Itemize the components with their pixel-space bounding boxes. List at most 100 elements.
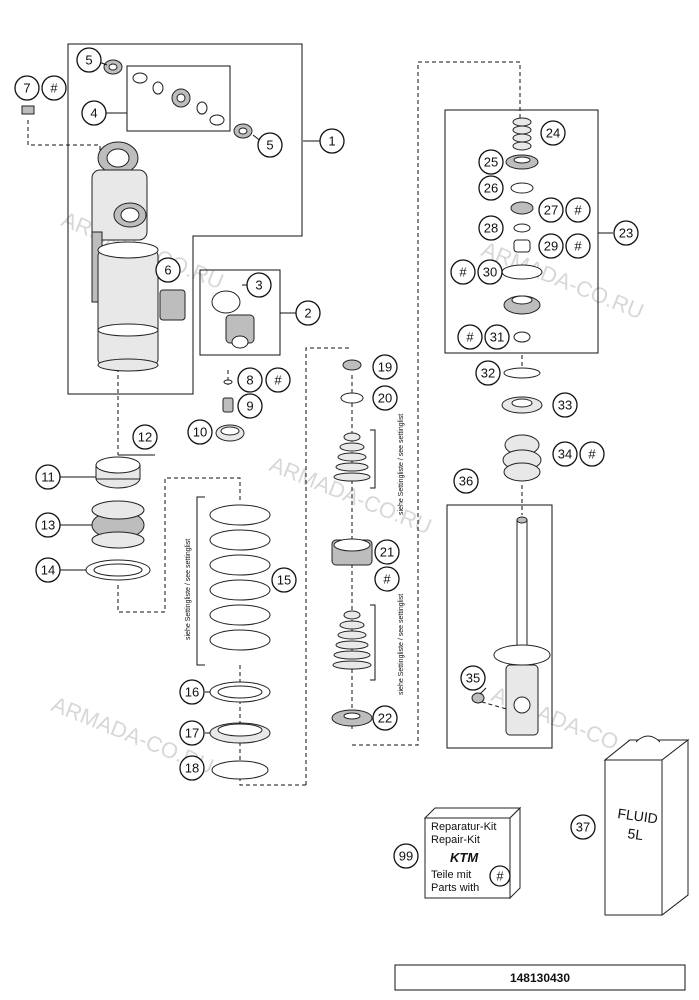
- svg-text:13: 13: [41, 518, 55, 533]
- svg-text:11: 11: [41, 470, 55, 485]
- shock-body-part: [91, 141, 186, 372]
- svg-text:26: 26: [484, 181, 498, 196]
- callout-37: 37: [570, 814, 596, 840]
- svg-text:4: 4: [90, 106, 97, 121]
- repair-kit-hash-marker: #: [489, 865, 511, 887]
- callout-2: 2: [295, 300, 321, 326]
- callout-26: 26: [478, 175, 504, 201]
- svg-text:33: 33: [558, 398, 572, 413]
- callout-20: 20: [372, 385, 398, 411]
- svg-text:#: #: [588, 447, 596, 462]
- svg-text:#: #: [496, 869, 504, 884]
- fluid-can: FLUID 5L: [603, 735, 690, 917]
- svg-text:32: 32: [481, 366, 495, 381]
- callout-31: 31: [484, 324, 510, 350]
- piston-rod-part: [471, 516, 551, 736]
- callout-99: 99: [393, 843, 419, 869]
- callout-28: 28: [478, 215, 504, 241]
- callout-35: 35: [460, 665, 486, 691]
- bearing-parts: [21, 59, 253, 139]
- svg-text:20: 20: [378, 391, 392, 406]
- repair-kit-line2: Repair-Kit: [431, 834, 480, 846]
- document-number: 148130430: [510, 971, 570, 985]
- svg-text:19: 19: [378, 360, 392, 375]
- callout-25: 25: [478, 149, 504, 175]
- svg-text:2: 2: [304, 306, 311, 321]
- callout-13: 13: [35, 512, 61, 538]
- callout-1: 1: [319, 128, 345, 154]
- svg-text:34: 34: [558, 447, 572, 462]
- callout-29: 29: [538, 233, 564, 259]
- callout-30: 30: [477, 259, 503, 285]
- callout-7: 7: [14, 75, 40, 101]
- reservoir-cap-parts: [211, 290, 255, 349]
- callout-30-hash: #: [450, 259, 476, 285]
- svg-text:5: 5: [266, 138, 273, 153]
- callout-5-bottom: 5: [257, 132, 283, 158]
- callout-18: 18: [179, 755, 205, 781]
- callout-24: 24: [540, 120, 566, 146]
- svg-text:27: 27: [544, 203, 558, 218]
- svg-text:14: 14: [41, 563, 55, 578]
- svg-text:1: 1: [328, 134, 335, 149]
- svg-text:8: 8: [246, 373, 253, 388]
- fluid-label-line2: 5L: [627, 825, 645, 843]
- svg-text:#: #: [50, 81, 58, 96]
- repair-kit-box: Reparatur-Kit Repair-Kit KTM Teile mit P…: [423, 806, 522, 900]
- callout-12: 12: [132, 424, 158, 450]
- svg-text:30: 30: [483, 265, 497, 280]
- svg-text:10: 10: [193, 425, 207, 440]
- callout-32: 32: [475, 360, 501, 386]
- svg-text:#: #: [466, 330, 474, 345]
- svg-text:35: 35: [466, 671, 480, 686]
- svg-text:#: #: [574, 239, 582, 254]
- svg-text:28: 28: [484, 221, 498, 236]
- svg-text:22: 22: [378, 711, 392, 726]
- callout-7-hash: #: [41, 75, 67, 101]
- callout-8: 8: [237, 367, 263, 393]
- svg-text:#: #: [274, 373, 282, 388]
- callout-29-hash: #: [565, 233, 591, 259]
- svg-text:12: 12: [138, 430, 152, 445]
- setting-list-label-spring: siehe Settingliste / see settinglist: [185, 539, 192, 640]
- svg-text:3: 3: [255, 278, 262, 293]
- setting-list-labels: siehe Settingliste / see settinglist sie…: [185, 414, 405, 695]
- callout-31-hash: #: [457, 324, 483, 350]
- repair-kit-line1: Reparatur-Kit: [431, 821, 496, 833]
- svg-text:17: 17: [185, 726, 199, 741]
- callout-8-hash: #: [265, 367, 291, 393]
- leader-lines: [55, 61, 613, 734]
- callout-27: 27: [538, 197, 564, 223]
- callout-16: 16: [179, 679, 205, 705]
- callout-15: 15: [271, 567, 297, 593]
- ktm-logo: KTM: [450, 850, 479, 865]
- callout-10: 10: [187, 419, 213, 445]
- callout-34: 34: [552, 441, 578, 467]
- svg-text:#: #: [459, 265, 467, 280]
- callout-6: 6: [155, 257, 181, 283]
- svg-text:23: 23: [619, 226, 633, 241]
- callout-9: 9: [237, 393, 263, 419]
- valve-parts: [215, 379, 245, 442]
- svg-text:31: 31: [490, 330, 504, 345]
- svg-text:6: 6: [164, 263, 171, 278]
- svg-text:36: 36: [459, 474, 473, 489]
- svg-text:24: 24: [546, 126, 560, 141]
- callout-23: 23: [613, 220, 639, 246]
- svg-text:7: 7: [23, 81, 30, 96]
- callout-11: 11: [35, 464, 61, 490]
- svg-text:99: 99: [399, 849, 413, 864]
- document-number-box: 148130430: [394, 964, 686, 991]
- svg-text:#: #: [574, 203, 582, 218]
- callout-5-top: 5: [76, 47, 102, 73]
- svg-text:37: 37: [576, 820, 590, 835]
- preload-adjuster-parts: [85, 454, 155, 581]
- setting-list-label-lower: siehe Settingliste / see settinglist: [398, 594, 405, 695]
- callout-14: 14: [35, 557, 61, 583]
- svg-text:5: 5: [85, 53, 92, 68]
- repair-kit-line4: Parts with: [431, 882, 479, 894]
- callout-17: 17: [179, 720, 205, 746]
- seal-group-frame: [444, 109, 599, 354]
- svg-text:21: 21: [380, 545, 394, 560]
